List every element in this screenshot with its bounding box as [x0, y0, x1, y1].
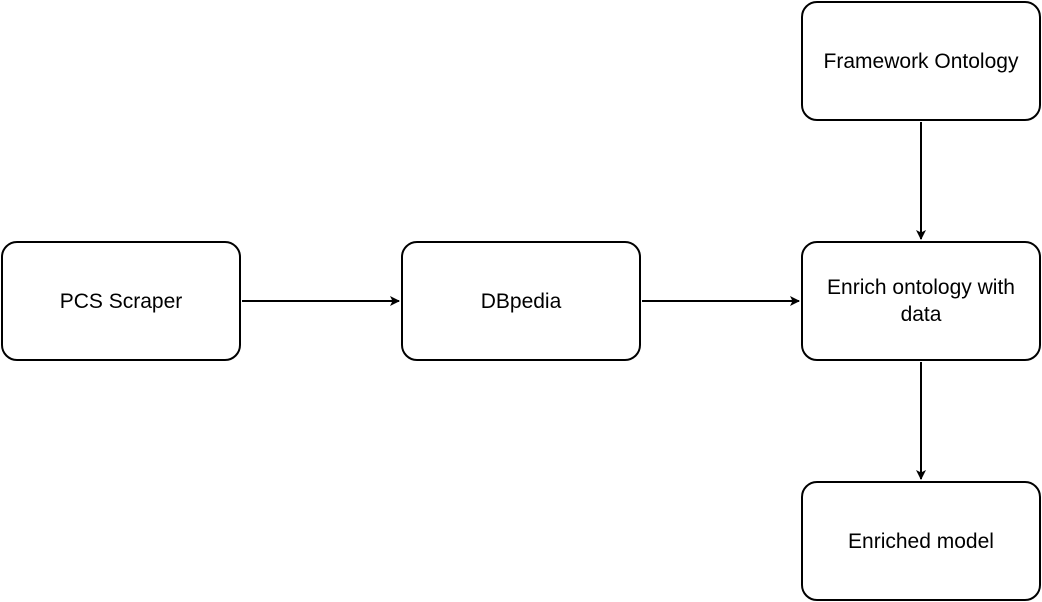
- node-enrich-ontology: Enrich ontology with data: [801, 241, 1041, 361]
- node-pcs-scraper-label: PCS Scraper: [59, 289, 183, 313]
- node-enriched-model: Enriched model: [801, 481, 1041, 601]
- node-framework-ontology: Framework Ontology: [801, 1, 1041, 121]
- node-dbpedia: DBpedia: [401, 241, 641, 361]
- node-enriched-model-label: Enriched model: [848, 529, 994, 553]
- node-pcs-scraper: PCS Scraper: [1, 241, 241, 361]
- node-enrich-ontology-label: Enrich ontology with data: [827, 276, 1015, 326]
- node-framework-ontology-label: Framework Ontology: [823, 49, 1019, 73]
- node-dbpedia-label: DBpedia: [480, 289, 562, 313]
